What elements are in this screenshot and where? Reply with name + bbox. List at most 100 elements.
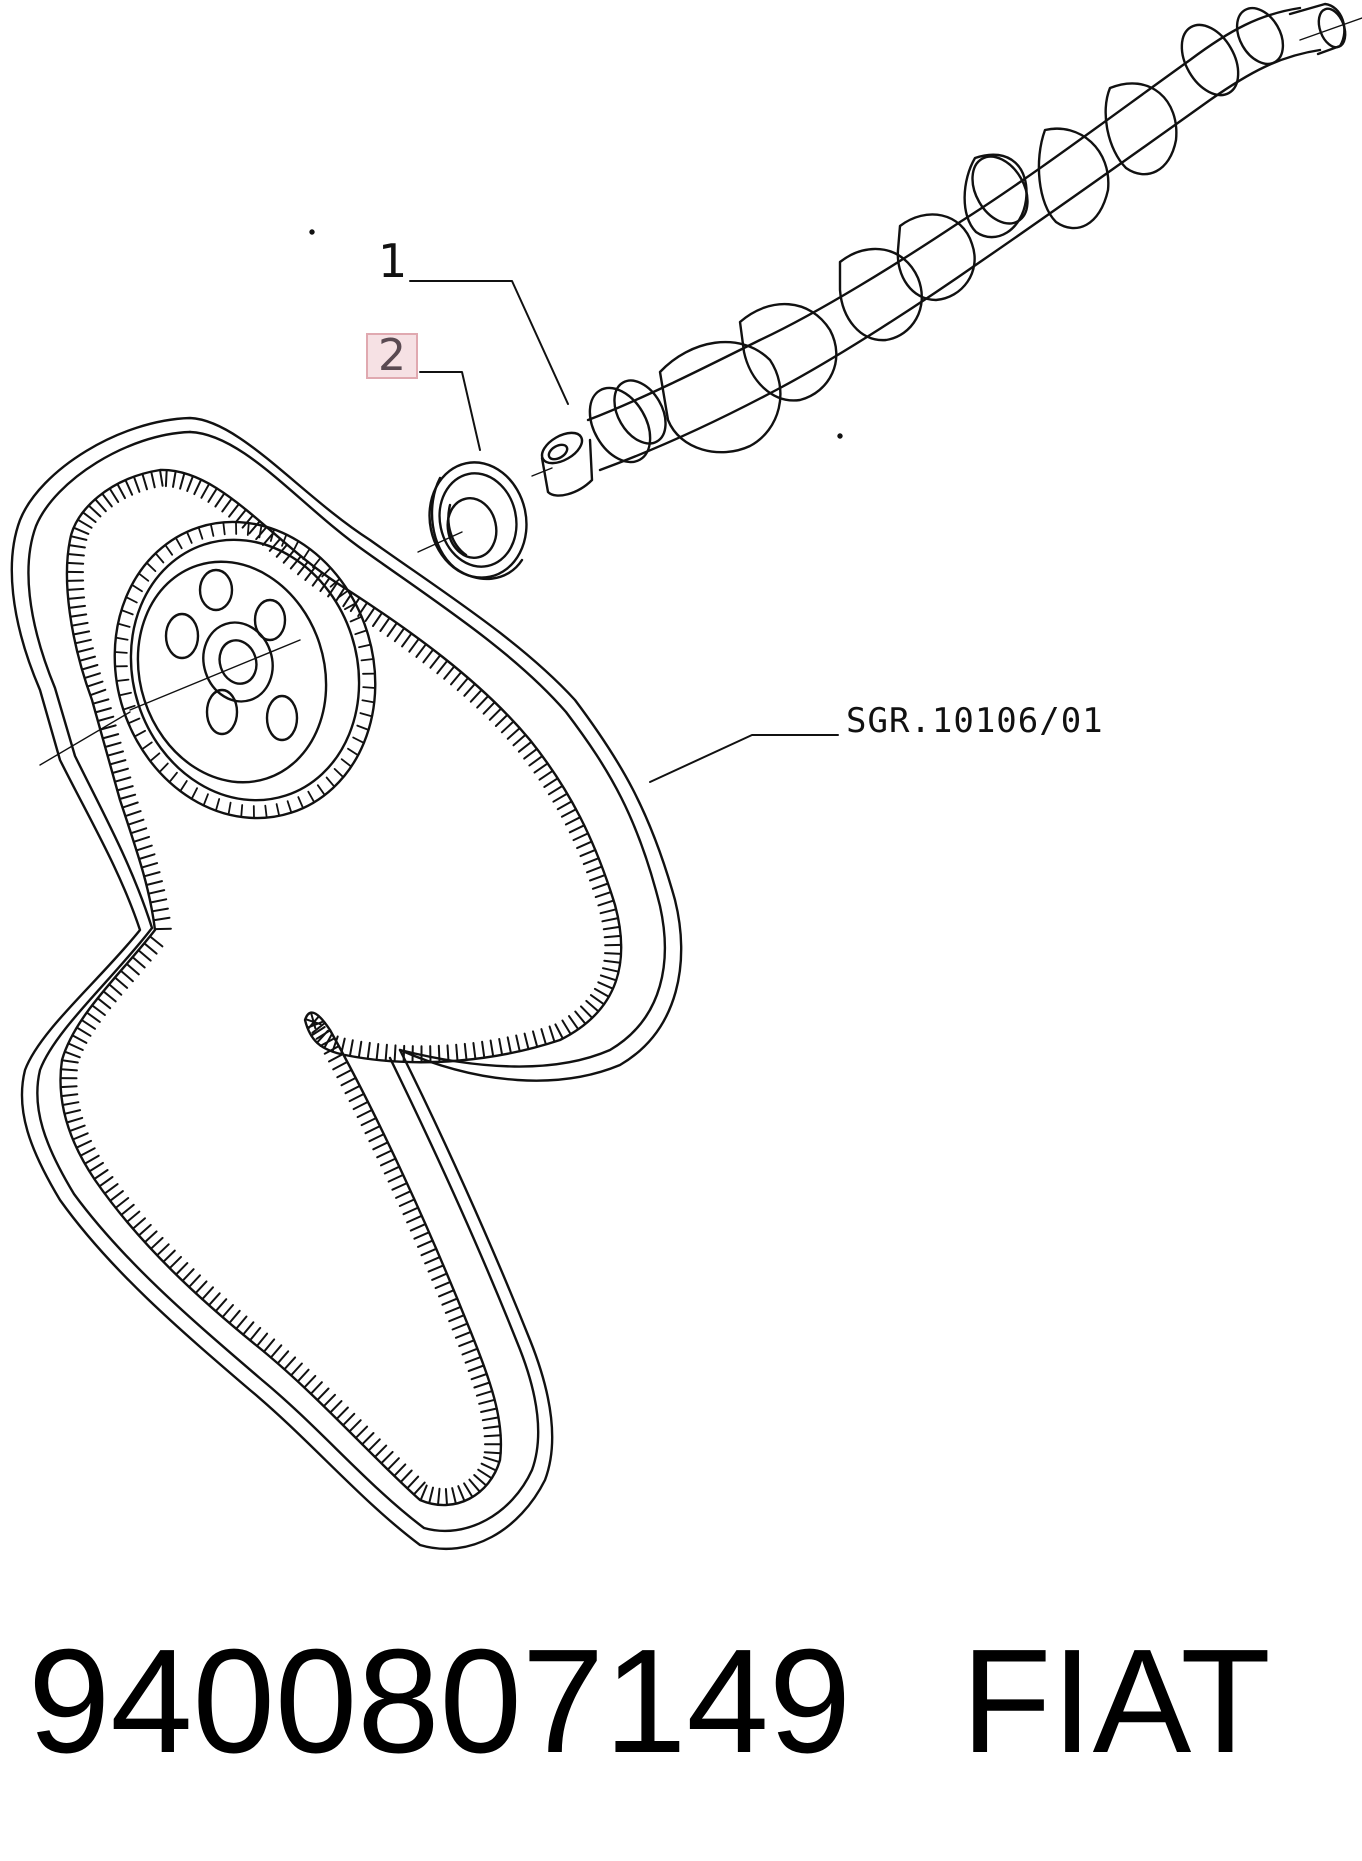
belt-tooth [67,1042,84,1051]
belt-tooth [475,1390,494,1397]
belt-tooth [593,987,610,998]
belt-tooth [108,983,123,996]
belt-tooth [303,1374,317,1389]
belt-tooth [409,1223,427,1232]
belt-tooth [568,1015,580,1031]
belt-tooth [443,665,456,680]
pulley-axis-line [39,711,131,766]
belt-tooth [386,622,398,638]
pulley-tooth [133,729,147,738]
belt-tooth [116,483,126,500]
belt-tooth [461,1347,479,1356]
belt-tooth [241,514,254,529]
belt-tooth [296,1368,310,1383]
pulley-tooth [246,522,250,536]
belt-tooth [498,1038,504,1056]
belt-tooth [120,1203,135,1216]
camshaft-body-upper [586,6,1302,422]
pulley-tooth [297,796,305,809]
belt-tooth [500,720,515,734]
pulley-tooth [362,686,377,689]
belt-tooth [80,1018,96,1030]
pulley-tooth [145,561,157,572]
belt-tooth [164,469,168,488]
leader-line-2 [419,371,481,451]
camshaft-body-lower [598,48,1322,472]
camshaft-tail-axis [1299,17,1362,41]
belt-tooth [63,1050,81,1059]
belt-tooth [348,1039,354,1057]
belt-tooth [135,844,153,852]
belt-tooth [306,1020,324,1029]
pulley-hole [265,694,299,742]
belt-tooth [188,1274,201,1288]
pulley-hub-inner [218,639,258,685]
belt-tooth [523,747,538,760]
belt-tooth [86,680,104,688]
pulley-tooth [120,609,134,616]
belt-tooth [348,1419,362,1433]
belt-tooth [467,1364,485,1372]
pulley-tooth [329,578,341,588]
belt-tooth [289,555,302,570]
belt-tooth [59,1085,78,1089]
belt-tooth [589,874,606,882]
belt-tooth [360,1117,377,1127]
pulley-tooth [137,572,150,582]
belt-tooth [126,1210,141,1223]
belt-tooth [309,1381,323,1395]
belt-tooth [582,857,600,866]
pulley-tooth [185,531,193,544]
pulley-tooth [333,768,345,779]
belt-tooth [602,925,621,931]
pulley-tooth [291,540,300,553]
belt-tooth [99,724,117,731]
belt-tooth [576,840,593,850]
belt-tooth [290,1362,303,1377]
belt-tooth [162,1249,176,1263]
belt-tooth [87,504,102,518]
pulley-tooth [179,780,188,792]
belt-tooth [457,1485,466,1502]
belt-tooth [201,1286,214,1301]
belt-tooth [81,664,99,671]
belt-tooth [76,518,93,529]
belt-tooth [200,482,211,499]
belt-tooth [387,1173,405,1183]
belt-tooth [463,682,476,697]
belt-tooth [101,492,113,508]
belt-tooth [383,1165,401,1175]
belt-tooth [599,974,618,982]
belt-tooth [419,1484,428,1502]
belt-tooth [79,1147,96,1157]
belt-tooth [540,1028,547,1046]
camshaft-nose-face [540,431,584,465]
belt-tooth [186,475,194,492]
belt-tooth [375,1043,380,1061]
pulley-tooth [197,526,204,540]
belt-tooth [96,715,115,722]
belt-tooth [552,792,569,803]
belt-tooth [93,1169,109,1180]
cam-lobe [738,302,838,402]
callout-label-2[interactable]: 2 [366,333,418,379]
belt-tooth [208,1292,221,1307]
belt-tooth [316,1029,329,1044]
belt-tooth [547,784,564,796]
belt-tooth [221,1304,234,1319]
belt-tooth [391,1182,408,1191]
belt-tooth [242,1321,255,1336]
pulley-tooth [168,771,178,783]
camshaft [531,2,1362,497]
belt-tooth [131,956,146,969]
belt-tooth [150,470,156,489]
pulley-tooth [269,528,276,542]
belt-tooth [506,727,521,740]
belt-tooth [477,1468,493,1480]
belt-tooth [401,632,413,648]
belt-tooth [137,1223,152,1237]
belt-tooth [554,1023,564,1040]
belt-tooth [75,1139,92,1149]
belt-tooth [376,1149,393,1159]
